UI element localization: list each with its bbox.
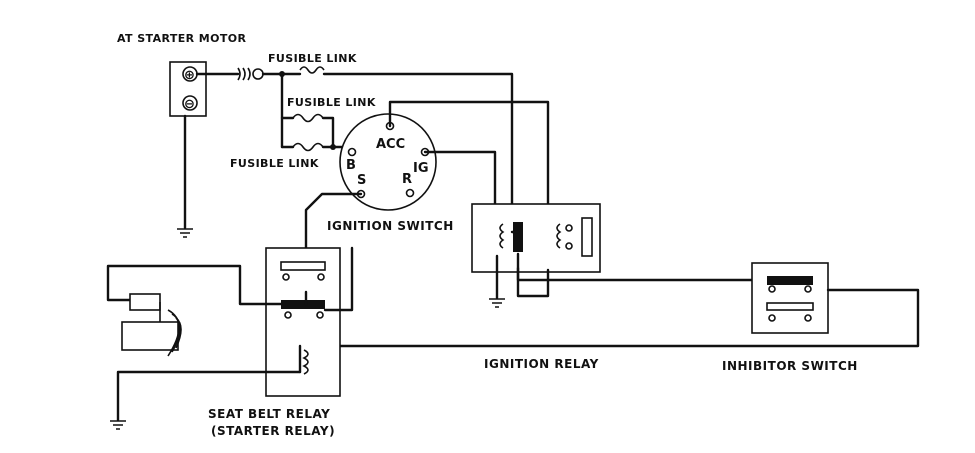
- junction-dot: [330, 144, 336, 150]
- fusible-link-1-icon: [299, 66, 325, 74]
- label-fusible-link-1: FUSIBLE LINK: [268, 52, 357, 65]
- wire-inhibitor-return: [298, 288, 920, 348]
- wire-starter-output: [106, 264, 283, 306]
- wire-ig: [423, 150, 497, 228]
- ignition-switch: ACC B S IG R: [339, 113, 437, 211]
- wire-fusible-link-1: [322, 72, 514, 234]
- wire-relay-inhibitor: [516, 266, 777, 282]
- relay-contact-icon: [513, 222, 523, 252]
- battery-box: [169, 61, 207, 117]
- starter-motor-icon: [121, 293, 182, 357]
- battery-ground-icon: [177, 114, 193, 238]
- label-fusible-link-3: FUSIBLE LINK: [230, 157, 319, 170]
- wire-coil-ground: [116, 370, 302, 422]
- terminal-b: B: [346, 158, 356, 173]
- terminal-acc: ACC: [376, 137, 405, 152]
- label-ignition-switch: IGNITION SWITCH: [327, 219, 454, 233]
- label-fusible-link-2: FUSIBLE LINK: [287, 96, 376, 109]
- relay-coil-icon: [499, 223, 505, 249]
- ignition-relay-ground-icon: [489, 254, 505, 308]
- battery-negative-label: ⊖: [184, 97, 195, 112]
- battery-negative-terminal-icon: [182, 95, 198, 111]
- fusible-link-3-icon: [292, 142, 324, 152]
- ignition-switch-body: [339, 113, 437, 211]
- label-starter-relay: (STARTER RELAY): [211, 424, 335, 438]
- seat-belt-relay-ground-icon: [110, 420, 126, 430]
- label-starter-motor: AT STARTER MOTOR: [117, 32, 247, 45]
- relay-contact-icon: [281, 300, 325, 309]
- terminal-s: S: [357, 173, 366, 188]
- label-ignition-relay: IGNITION RELAY: [484, 357, 599, 371]
- seat-belt-relay: [265, 247, 341, 397]
- fusible-link-2-icon: [292, 113, 324, 123]
- label-inhibitor-switch: INHIBITOR SWITCH: [722, 359, 858, 373]
- ignition-relay: [471, 203, 601, 273]
- relay-coil-icon: [302, 349, 309, 375]
- cable-coil-icon: [237, 67, 251, 81]
- ignition-relay-body: [471, 203, 601, 273]
- inhibitor-switch-body: [751, 262, 829, 334]
- battery-positive-label: ⊕: [184, 68, 195, 83]
- battery: ⊕ ⊖: [169, 61, 207, 117]
- wire-acc: [388, 100, 550, 217]
- terminal-ig: IG: [413, 161, 429, 176]
- label-seat-belt-relay: SEAT BELT RELAY: [208, 407, 330, 421]
- terminal-ring-icon: [252, 68, 264, 80]
- relay-coil-icon: [556, 223, 562, 249]
- terminal-r: R: [402, 172, 412, 187]
- inhibitor-switch: [751, 262, 829, 334]
